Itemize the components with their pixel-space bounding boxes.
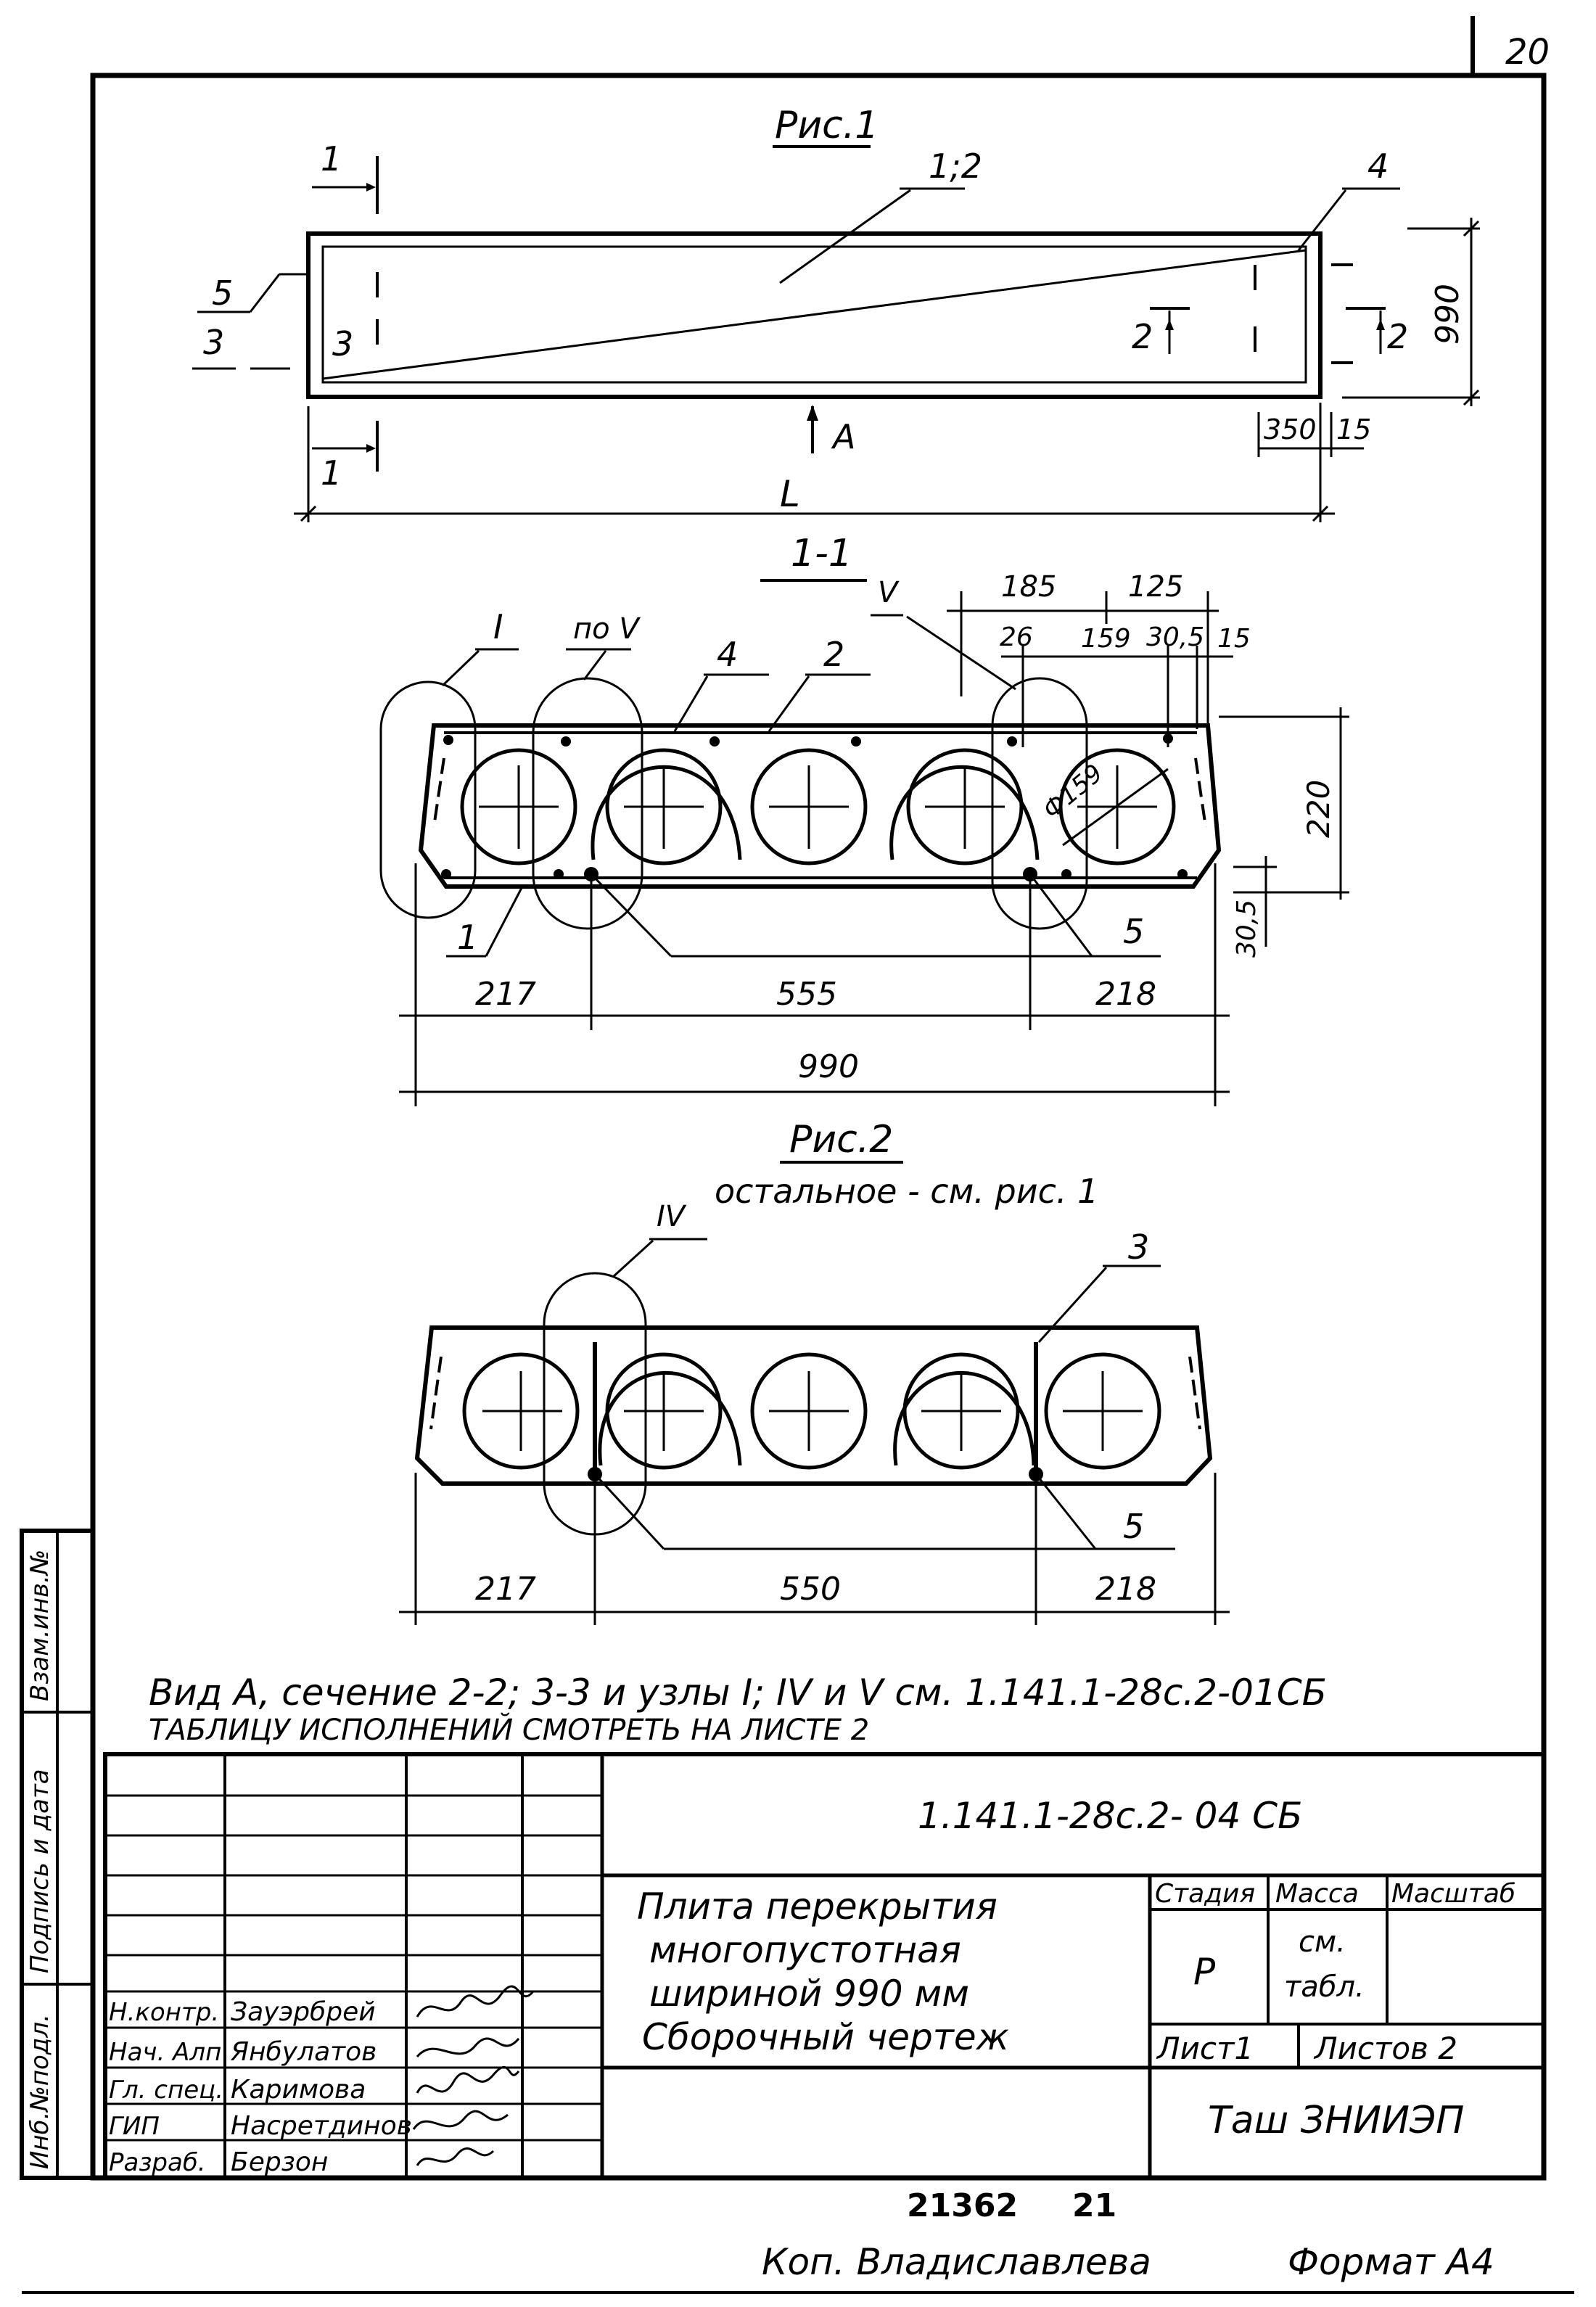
fig1-callout-4: 4 xyxy=(1367,147,1389,186)
section-mark-1-bottom: 1 xyxy=(321,453,342,493)
dim-30-5-top: 30,5 xyxy=(1146,622,1204,652)
fig1-dim-990: 990 xyxy=(1429,284,1466,345)
dim-990: 990 xyxy=(798,1048,859,1085)
name-3: Каримова xyxy=(231,2075,366,2105)
note-line-2: ТАБЛИЦУ ИСПОЛНЕНИЙ СМОТРЕТЬ НА ЛИСТЕ 2 xyxy=(149,1712,869,1747)
organization: Таш ЗНИИЭП xyxy=(1208,2099,1464,2142)
notes: Вид А, сечение 2-2; 3-3 и узлы I; IV и V… xyxy=(149,1671,1327,1747)
dim-159: 159 xyxy=(1081,624,1131,654)
section-title: 1-1 xyxy=(791,532,852,575)
slab-plan-outline xyxy=(306,231,1323,399)
name-1: Зауэрбрей xyxy=(231,1997,376,2027)
dim-220: 220 xyxy=(1301,780,1336,838)
role-2: Нач. Алп xyxy=(109,2038,221,2067)
mass-value-2: табл. xyxy=(1284,1970,1365,2004)
sheet-label: Лист1 xyxy=(1156,2031,1254,2066)
fig2-slab-outline xyxy=(414,1325,1213,1486)
fig2-void-circles xyxy=(462,1352,1161,1470)
name-line-1: Плита перекрытия xyxy=(637,1886,998,1928)
side-stamp-inv-podl: Инб.№подл. xyxy=(25,2014,54,2169)
name-4: Насретдинов xyxy=(231,2111,412,2141)
node-v-label: V xyxy=(878,576,900,609)
fig2-node-iv: IV xyxy=(657,1200,687,1233)
fig2-dim-550: 550 xyxy=(780,1571,841,1608)
section-mark-2-left: 2 xyxy=(1132,317,1153,356)
note-line-1: Вид А, сечение 2-2; 3-3 и узлы I; IV и V… xyxy=(149,1671,1327,1714)
sheets-label: Листов 2 xyxy=(1313,2031,1457,2066)
sheet-frame: 20 xyxy=(90,16,1550,2181)
role-1: Н.контр. xyxy=(109,1998,219,2027)
callout-2: 2 xyxy=(823,635,844,674)
sheet-number: 20 xyxy=(1505,32,1550,73)
figure-1: Рис.1 1 1 1;2 4 5 3 3 xyxy=(192,104,1480,522)
dim-555: 555 xyxy=(776,976,837,1013)
fig2-dim-218: 218 xyxy=(1095,1571,1156,1608)
dim-218: 218 xyxy=(1095,976,1156,1013)
fig1-callout-5: 5 xyxy=(212,274,233,313)
dim-15: 15 xyxy=(1217,624,1251,654)
po-v-label: по V xyxy=(573,612,641,646)
fig2-subtitle: остальное - см. рис. 1 xyxy=(715,1172,1098,1211)
name-2: Янбулатов xyxy=(230,2037,377,2067)
fig1-callout-1-2: 1;2 xyxy=(929,147,982,186)
role-5: Разраб. xyxy=(109,2148,206,2177)
callout-4: 4 xyxy=(717,635,738,674)
designation: 1.141.1-28с.2- 04 СБ xyxy=(918,1795,1302,1837)
dim-217: 217 xyxy=(475,976,536,1013)
name-line-4: Сборочный чертеж xyxy=(642,2016,1009,2058)
side-stamp-vzam: Взам.инв.№ xyxy=(25,1550,54,1701)
format-label: Формат А4 xyxy=(1288,2241,1494,2283)
name-5: Берзон xyxy=(231,2147,328,2177)
diameter-label: Ф159 xyxy=(1037,759,1108,825)
side-stamp-podpis: Подпись и дата xyxy=(25,1769,54,1973)
figure-2: Рис.2 остальное - см. рис. 1 IV 3 5 xyxy=(399,1118,1230,1625)
signatures xyxy=(412,1985,535,2166)
view-a-label: А xyxy=(831,417,855,456)
dim-125: 125 xyxy=(1128,570,1183,604)
section-mark-1-top: 1 xyxy=(321,139,342,178)
fig2-dim-217: 217 xyxy=(475,1571,536,1608)
node-i-label: I xyxy=(493,607,503,646)
name-line-3: шириной 990 мм xyxy=(649,1973,969,2015)
dim-30-5-side: 30,5 xyxy=(1232,900,1262,958)
order-number: 21362 xyxy=(907,2187,1018,2224)
fig1-callout-3-inner: 3 xyxy=(332,324,353,363)
stage-header: Стадия xyxy=(1155,1879,1255,1909)
mass-header: Масса xyxy=(1275,1879,1359,1909)
fig1-title: Рис.1 xyxy=(775,104,879,147)
fig1-dim-15: 15 xyxy=(1336,414,1371,445)
name-line-2: многопустотная xyxy=(649,1929,961,1971)
role-3: Гл. спец. xyxy=(109,2076,223,2105)
fig2-callout-5: 5 xyxy=(1123,1507,1144,1546)
dim-26: 26 xyxy=(1000,622,1033,652)
fig2-title: Рис.2 xyxy=(789,1118,893,1161)
role-4: ГИП xyxy=(109,2112,160,2141)
callout-1: 1 xyxy=(457,918,478,957)
section-1-1: 1-1 I xyxy=(379,532,1349,1106)
scale-header: Масштаб xyxy=(1391,1879,1515,1909)
copied-by: Коп. Владиславлева xyxy=(762,2241,1151,2283)
callout-5: 5 xyxy=(1123,912,1144,951)
void-circles xyxy=(460,748,1176,865)
fig1-dim-350: 350 xyxy=(1264,414,1317,445)
order-suffix: 21 xyxy=(1072,2187,1116,2224)
mass-value-1: см. xyxy=(1299,1925,1346,1959)
fig2-callout-3: 3 xyxy=(1128,1227,1149,1267)
fig1-callout-3-left: 3 xyxy=(203,323,224,362)
title-block: Н.контр. Зауэрбрей Нач. Алп Янбулатов Гл… xyxy=(103,1752,1546,2180)
dim-185: 185 xyxy=(1001,570,1056,604)
footer: 21362 21 Коп. Владиславлева Формат А4 xyxy=(22,2187,1574,2294)
length-label: L xyxy=(780,473,800,515)
side-stamp: Инб.№подл. Подпись и дата Взам.инв.№ xyxy=(20,1529,95,2180)
section-mark-2-right: 2 xyxy=(1387,317,1408,356)
stage-value: Р xyxy=(1193,1951,1216,1993)
